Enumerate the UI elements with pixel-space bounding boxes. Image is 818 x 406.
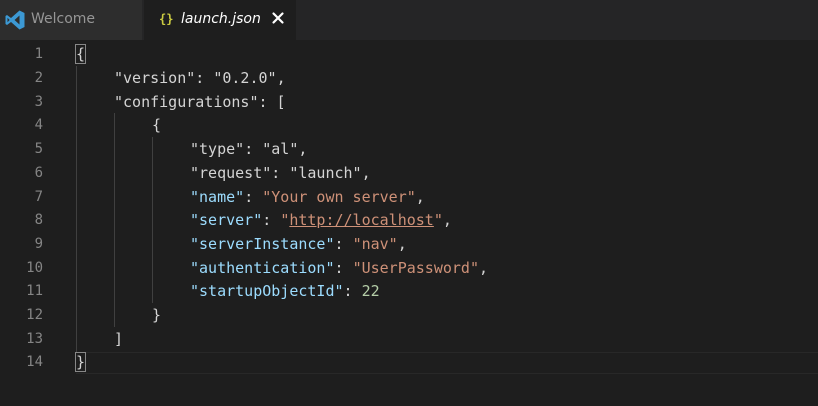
json-comma: , (361, 164, 371, 182)
code-line-13: ] (114, 327, 123, 351)
json-colon: : (334, 235, 353, 253)
code-line-4: { (152, 113, 161, 137)
json-key: "configurations" (114, 93, 259, 111)
code-line-2: "version": "0.2.0", (114, 66, 286, 90)
json-key: "startupObjectId" (190, 282, 344, 300)
line-number: 14 (26, 354, 43, 370)
vscode-logo-icon (5, 10, 25, 30)
json-bracket: ] (114, 330, 124, 348)
line-number: 5 (34, 141, 43, 157)
code-line-12: } (152, 303, 161, 327)
json-colon: : (244, 140, 263, 158)
code-line-6: "request": "launch", (190, 161, 371, 185)
code-line-1: { (74, 42, 87, 66)
json-braces-icon: {} (159, 12, 174, 26)
json-quote: " (280, 211, 290, 229)
line-number: 11 (26, 283, 43, 299)
tab-launch-json-label: launch.json (181, 11, 261, 27)
line-number: 10 (26, 260, 43, 276)
line-number: 2 (34, 70, 43, 86)
json-string-value: "Your own server" (262, 188, 416, 206)
json-colon-bracket: : [ (258, 93, 286, 111)
json-colon: : (271, 164, 290, 182)
json-string-value: "launch" (289, 164, 362, 182)
indent-guide (76, 66, 77, 352)
json-key: "request" (190, 164, 272, 182)
code-line-9: "serverInstance": "nav", (190, 232, 407, 256)
code-content[interactable]: { "version": "0.2.0", "configurations": … (74, 40, 818, 406)
code-line-5: "type": "al", (190, 137, 307, 161)
close-icon[interactable] (270, 10, 286, 26)
json-key: "server" (190, 211, 263, 229)
line-number: 9 (34, 236, 43, 252)
tab-launch-json[interactable]: {} launch.json (144, 0, 296, 40)
line-number: 3 (34, 94, 43, 110)
code-editor[interactable]: 1 2 3 4 5 6 7 8 9 10 11 12 13 14 { "vers… (0, 40, 818, 406)
line-number: 8 (34, 212, 43, 228)
json-key: "serverInstance" (190, 235, 335, 253)
json-comma: , (298, 140, 308, 158)
tab-bar: Welcome {} launch.json (0, 0, 818, 40)
json-comma: , (415, 188, 425, 206)
json-comma: , (442, 211, 452, 229)
json-colon: : (262, 211, 281, 229)
code-line-3: "configurations": [ (114, 90, 286, 114)
indent-guide (152, 137, 153, 303)
code-line-11: "startupObjectId": 22 (190, 279, 380, 303)
json-key: "version" (114, 69, 196, 87)
line-number: 4 (34, 117, 43, 133)
json-brace: { (152, 116, 162, 134)
json-colon: : (343, 282, 362, 300)
line-number: 13 (26, 331, 43, 347)
matched-bracket: { (74, 44, 87, 64)
code-line-14: } (74, 350, 87, 374)
json-key: "name" (190, 188, 245, 206)
json-string-value: "al" (262, 140, 299, 158)
line-number: 6 (34, 165, 43, 181)
json-colon: : (244, 188, 263, 206)
json-number-value: 22 (361, 282, 380, 300)
json-string-value: "UserPassword" (352, 259, 479, 277)
json-comma: , (397, 235, 407, 253)
json-key: "type" (190, 140, 245, 158)
code-line-8: "server": "http://localhost", (190, 208, 452, 232)
json-comma: , (276, 69, 286, 87)
code-line-7: "name": "Your own server", (190, 185, 425, 209)
line-number: 12 (26, 307, 43, 323)
json-key: "authentication" (190, 259, 335, 277)
current-line-highlight (76, 352, 818, 374)
json-string-value: "0.2.0" (213, 69, 277, 87)
json-quote: " (433, 211, 443, 229)
tab-welcome-label: Welcome (31, 11, 96, 27)
line-number: 7 (34, 189, 43, 205)
matched-bracket: } (74, 352, 87, 372)
tab-welcome[interactable]: Welcome (0, 0, 143, 40)
json-colon: : (334, 259, 353, 277)
line-number: 1 (34, 46, 43, 62)
json-brace: } (152, 306, 162, 324)
line-number-gutter: 1 2 3 4 5 6 7 8 9 10 11 12 13 14 (0, 40, 60, 406)
url-link[interactable]: http://localhost (289, 211, 434, 229)
indent-guide (114, 113, 115, 327)
code-line-10: "authentication": "UserPassword", (190, 256, 488, 280)
json-string-value: "nav" (352, 235, 398, 253)
json-colon: : (195, 69, 214, 87)
json-comma: , (479, 259, 489, 277)
